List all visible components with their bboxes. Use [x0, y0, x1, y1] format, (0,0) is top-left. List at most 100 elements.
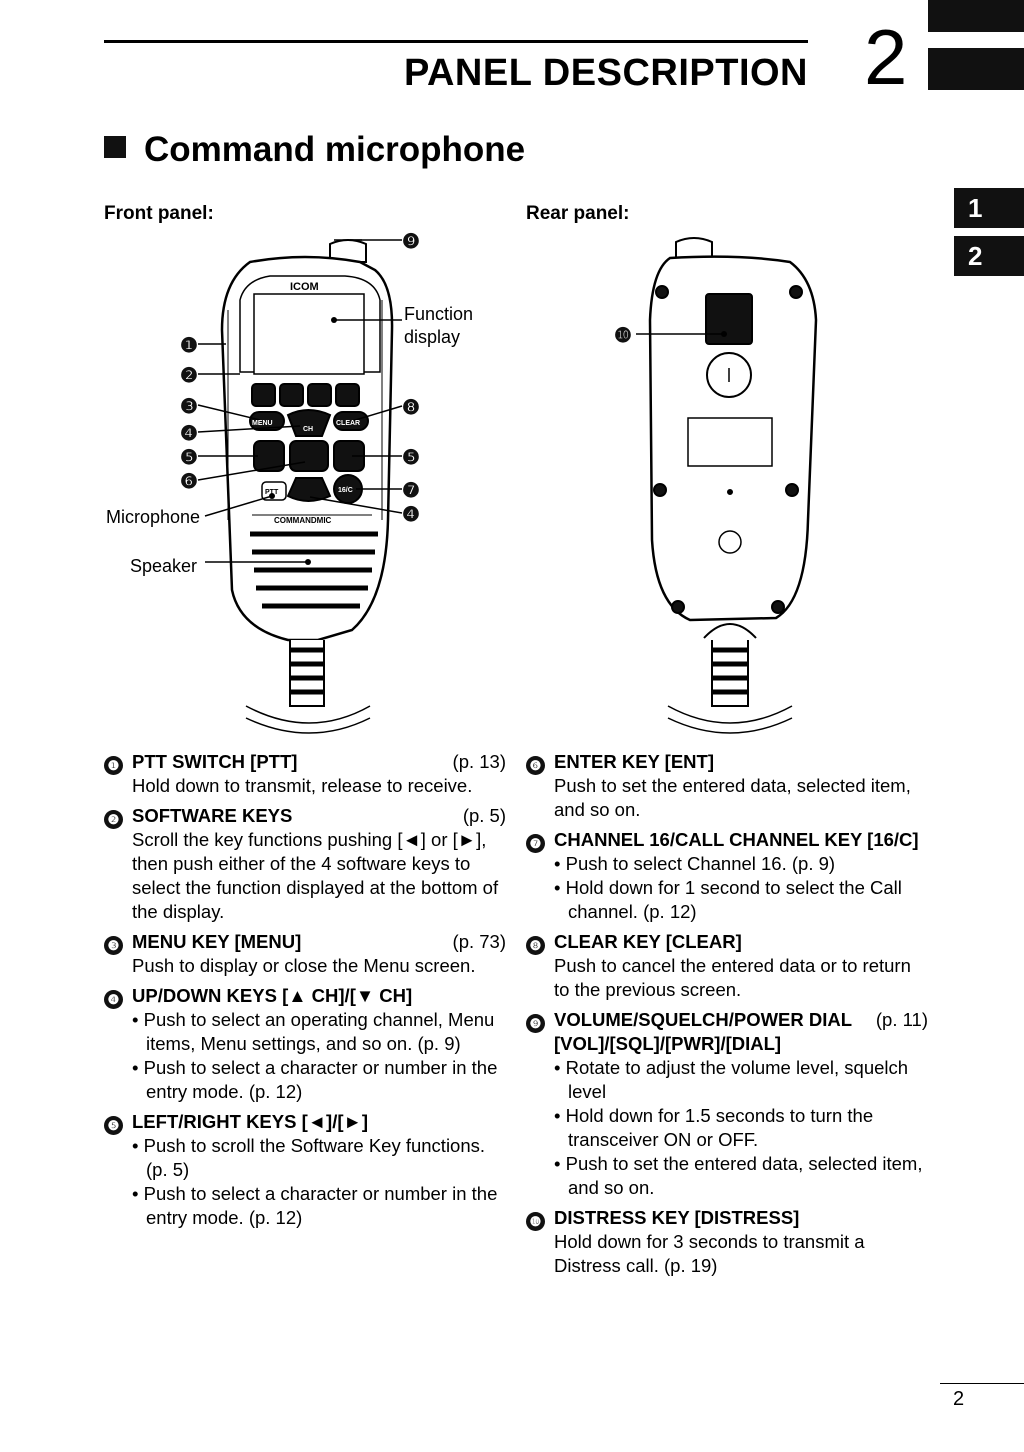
item-number: ❼ [526, 834, 545, 853]
item-number: ❷ [104, 810, 123, 829]
marker-5-right: ❺ [402, 447, 420, 469]
item-title: SOFTWARE KEYS [132, 805, 293, 826]
marker-2: ❷ [180, 365, 198, 387]
section-heading: Command microphone [104, 130, 525, 170]
side-tab-2[interactable]: 2 [954, 236, 1024, 276]
bullet: • Push to scroll the Software Key functi… [132, 1135, 486, 1180]
item-channel16-call-key: ❼ CHANNEL 16/CALL CHANNEL KEY [16/C] • Pu… [526, 828, 928, 924]
bullet-text: Rotate to adjust the volume level, squel… [565, 1057, 909, 1102]
item-left-right-keys: ❺ LEFT/RIGHT KEYS [◄]/[►] • Push to scrol… [104, 1110, 506, 1230]
bullet-text: Push to set the entered data, selected i… [565, 1153, 923, 1198]
marker-8: ❽ [402, 397, 420, 419]
bullet: • Push to select Channel 16. (p. 9) [554, 853, 836, 874]
left-column: ❶ PTT SWITCH [PTT] (p. 13) Hold down to tr… [104, 750, 506, 1236]
front-panel-label: Front panel: [104, 203, 214, 224]
right-column: ❻ ENTER KEY [ENT] Push to set the entered… [526, 750, 928, 1284]
item-body: Push to cancel the entered data or to re… [554, 955, 911, 1000]
bullet: • Push to select an operating channel, M… [132, 1009, 495, 1054]
bullet-text: Push to select an operating channel, Men… [143, 1009, 495, 1054]
leader-lines [197, 239, 724, 563]
ptt-key-label: PTT [265, 489, 279, 496]
square-bullet-icon [104, 136, 126, 158]
chapter-bar-bottom [928, 48, 1024, 90]
bullet: • Hold down for 1 second to select the C… [554, 877, 902, 922]
function-display-label-2: display [404, 327, 460, 347]
marker-5-left: ❺ [180, 447, 198, 469]
side-tab-1[interactable]: 1 [954, 188, 1024, 228]
item-number: ❻ [526, 756, 545, 775]
page-ref: (p. 11) [875, 1009, 928, 1030]
item-body: Scroll the key functions pushing [◄] or … [132, 829, 499, 922]
item-title: UP/DOWN KEYS [▲ CH]/[▼ CH] [132, 985, 413, 1006]
page-number: 2 [953, 1388, 965, 1410]
item-body: Hold down for 3 seconds to transmit a Di… [554, 1231, 865, 1276]
item-title: CHANNEL 16/CALL CHANNEL KEY [16/C] [554, 829, 919, 850]
item-distress-key: ❿ DISTRESS KEY [DISTRESS] Hold down for 3… [526, 1206, 928, 1278]
bullet: • Rotate to adjust the volume level, squ… [554, 1057, 909, 1102]
page-title: PANEL DESCRIPTION [403, 52, 808, 94]
item-title: ENTER KEY [ENT] [554, 751, 715, 772]
bullet-text: Push to select a character or number in … [143, 1183, 498, 1228]
bullet-text: Push to select a character or number in … [143, 1057, 498, 1102]
menu-key-label: MENU [252, 420, 273, 427]
speaker-label: Speaker [130, 556, 197, 576]
bullet-text: Hold down for 1 second to select the Cal… [565, 877, 902, 922]
bullet: • Push to select a character or number i… [132, 1057, 498, 1102]
commandmic-logo-text: COMMANDMIC [274, 516, 332, 525]
microphone-label: Microphone [106, 507, 200, 527]
item-body: Push to display or close the Menu screen… [132, 955, 476, 976]
bullet-text: Push to select Channel 16. (p. 9) [565, 853, 836, 874]
item-title: DISTRESS KEY [DISTRESS] [554, 1207, 800, 1228]
item-up-down-keys: ❹ UP/DOWN KEYS [▲ CH]/[▼ CH] • Push to se… [104, 984, 506, 1104]
front-microphone-drawing [220, 239, 394, 734]
chapter-bar-top [928, 0, 1024, 32]
marker-1: ❶ [180, 335, 198, 357]
item-body: Hold down to transmit, release to receiv… [132, 775, 473, 796]
marker-10: ❿ [614, 325, 632, 347]
item-title: VOLUME/SQUELCH/POWER DIAL [VOL]/[SQL]/[P… [554, 1009, 852, 1054]
page-ref: (p. 73) [452, 931, 506, 952]
item-body: Push to set the entered data, selected i… [554, 775, 911, 820]
item-number: ❽ [526, 936, 545, 955]
marker-4-left: ❹ [180, 423, 198, 445]
item-clear-key: ❽ CLEAR KEY [CLEAR] Push to cancel the en… [526, 930, 928, 1002]
call-key-label: 16/C [338, 487, 353, 494]
clear-key-label: CLEAR [336, 420, 360, 427]
rear-panel-label: Rear panel: [526, 203, 630, 224]
item-number: ❿ [526, 1212, 545, 1231]
page-ref: (p. 5) [462, 805, 506, 826]
chapter-number: 2 [864, 13, 908, 101]
bullet: • Push to select a character or number i… [132, 1183, 498, 1228]
item-enter-key: ❻ ENTER KEY [ENT] Push to set the entered… [526, 750, 928, 822]
marker-7: ❼ [402, 480, 420, 502]
function-display-label-1: Function [404, 304, 473, 324]
item-title: PTT SWITCH [PTT] [132, 751, 298, 772]
item-title: MENU KEY [MENU] [132, 931, 302, 952]
bullet: • Push to set the entered data, selected… [554, 1153, 923, 1198]
bullet: • Hold down for 1.5 seconds to turn the … [554, 1105, 874, 1150]
item-number: ❹ [104, 990, 123, 1009]
bullet-text: Hold down for 1.5 seconds to turn the tr… [565, 1105, 874, 1150]
bullet-text: Push to scroll the Software Key function… [143, 1135, 486, 1180]
ch-key-label: CH [303, 426, 313, 433]
header-rule [104, 40, 808, 43]
item-number: ❺ [104, 1116, 123, 1135]
microphone-illustration: ❾ ❶ ❷ ❸ ❹ ❺ ❻ ❽ ❺ ❼ ❹ ❿ Function display… [106, 231, 818, 734]
item-number: ❶ [104, 756, 123, 775]
item-volume-dial: ❾ VOLUME/SQUELCH/POWER DIAL [VOL]/[SQL]/[… [526, 1008, 928, 1200]
marker-6: ❻ [180, 471, 198, 493]
page-ref: (p. 13) [452, 751, 506, 772]
item-ptt-switch: ❶ PTT SWITCH [PTT] (p. 13) Hold down to tr… [104, 750, 506, 798]
item-title: LEFT/RIGHT KEYS [◄]/[►] [132, 1111, 368, 1132]
icom-logo-text: ICOM [290, 281, 319, 293]
item-title: CLEAR KEY [CLEAR] [554, 931, 742, 952]
footer-rule [940, 1383, 1024, 1384]
item-menu-key: ❸ MENU KEY [MENU] (p. 73) Push to display … [104, 930, 506, 978]
marker-9: ❾ [402, 231, 420, 253]
rear-microphone-drawing [648, 237, 818, 734]
marker-4-right: ❹ [402, 504, 420, 526]
item-number: ❾ [526, 1014, 545, 1033]
marker-3: ❸ [180, 396, 198, 418]
section-title: Command microphone [144, 130, 526, 169]
item-number: ❸ [104, 936, 123, 955]
